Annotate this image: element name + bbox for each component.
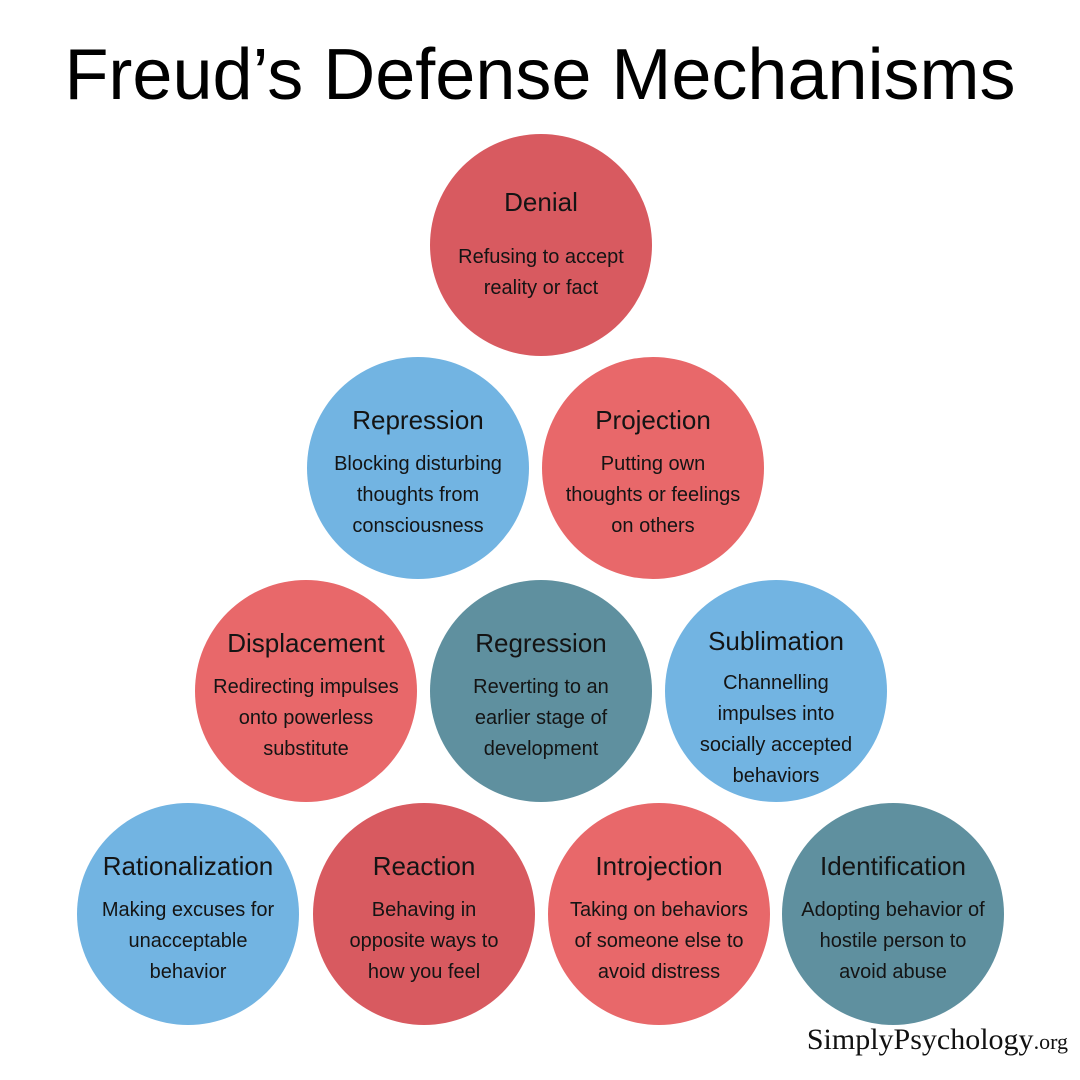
mechanism-name: Identification xyxy=(820,851,966,881)
bubble-reaction: Reaction Behaving in opposite ways to how … xyxy=(313,803,535,1025)
description-line: hostile person to xyxy=(819,930,967,952)
bubble-repression: Repression Blocking disturbing thoughts f… xyxy=(307,357,529,579)
page-title: Freud’s Defense Mechanisms xyxy=(64,35,1016,115)
mechanism-description: Putting own thoughts or feelings on others xyxy=(522,449,784,542)
description-line: behavior xyxy=(149,961,227,983)
bubble-introjection: Introjection Taking on behaviors of someo… xyxy=(548,803,770,1025)
description-line: of someone else to xyxy=(574,930,744,952)
mechanism-name: Regression xyxy=(475,628,607,658)
mechanism-description: Behaving in opposite ways to how you feel xyxy=(293,895,555,988)
bubble-sublimation: Sublimation Channelling impulses into soci… xyxy=(665,580,887,802)
mechanism-name: Projection xyxy=(595,405,711,435)
mechanism-name: Displacement xyxy=(227,628,385,658)
mechanism-name: Introjection xyxy=(595,851,723,881)
description-line: development xyxy=(483,738,599,760)
mechanism-description: Channelling impulses into socially accepte… xyxy=(645,668,907,792)
description-line: Refusing to accept xyxy=(458,246,624,268)
description-line: impulses into xyxy=(717,703,835,725)
mechanism-description: Blocking disturbing thoughts from consciou… xyxy=(287,449,549,542)
description-line: Behaving in xyxy=(371,899,477,921)
mechanism-name: Reaction xyxy=(372,851,476,881)
mechanism-description: Taking on behaviors of someone else to avo… xyxy=(528,895,790,988)
watermark-tld: .org xyxy=(1033,1029,1068,1054)
description-line: Putting own xyxy=(600,453,706,475)
description-line: substitute xyxy=(263,738,349,760)
mechanism-description: Reverting to an earlier stage of developme… xyxy=(410,672,672,765)
description-line: behaviors xyxy=(732,765,820,787)
bubble-regression: Regression Reverting to an earlier stage … xyxy=(430,580,652,802)
bubble-rationalization: Rationalization Making excuses for unacce… xyxy=(77,803,299,1025)
description-line: onto powerless xyxy=(238,707,374,729)
description-line: Making excuses for xyxy=(101,899,275,921)
description-line: earlier stage of xyxy=(474,707,608,729)
description-line: Reverting to an xyxy=(473,676,609,698)
bubble-displacement: Displacement Redirecting impulses onto po… xyxy=(195,580,417,802)
description-line: thoughts or feelings xyxy=(565,484,741,506)
mechanism-description: Making excuses for unacceptable behavior xyxy=(57,895,319,988)
description-line: Blocking disturbing xyxy=(334,453,502,475)
description-line: Adopting behavior of xyxy=(801,899,985,921)
mechanism-description: Redirecting impulses onto powerless substi… xyxy=(175,672,437,765)
description-line: reality or fact xyxy=(483,277,599,299)
watermark-brand: SimplyPsychology xyxy=(806,1023,1034,1056)
description-line: socially accepted xyxy=(699,734,853,756)
mechanism-name: Denial xyxy=(504,187,578,217)
mechanism-name: Repression xyxy=(352,405,484,435)
mechanism-description: Adopting behavior of hostile person to avo… xyxy=(762,895,1024,988)
description-line: unacceptable xyxy=(128,930,248,952)
description-line: Channelling xyxy=(723,672,829,694)
mechanism-name: Rationalization xyxy=(102,851,274,881)
mechanism-name: Sublimation xyxy=(708,626,844,656)
bubble-identification: Identification Adopting behavior of hosti… xyxy=(782,803,1004,1025)
bubble-denial: Denial Refusing to accept reality or fact xyxy=(430,134,652,356)
description-line: how you feel xyxy=(367,961,481,983)
bubble-projection: Projection Putting own thoughts or feelin… xyxy=(542,357,764,579)
description-line: Taking on behaviors xyxy=(570,899,748,921)
description-line: on others xyxy=(611,515,695,537)
mechanism-description: Refusing to accept reality or fact xyxy=(410,242,672,304)
description-line: consciousness xyxy=(352,515,484,537)
description-line: Redirecting impulses xyxy=(213,676,399,698)
description-line: opposite ways to xyxy=(349,930,499,952)
description-line: thoughts from xyxy=(356,484,480,506)
description-line: avoid distress xyxy=(597,961,721,983)
watermark-logo: SimplyPsychology.org xyxy=(807,1022,1068,1060)
description-line: avoid abuse xyxy=(839,961,947,983)
